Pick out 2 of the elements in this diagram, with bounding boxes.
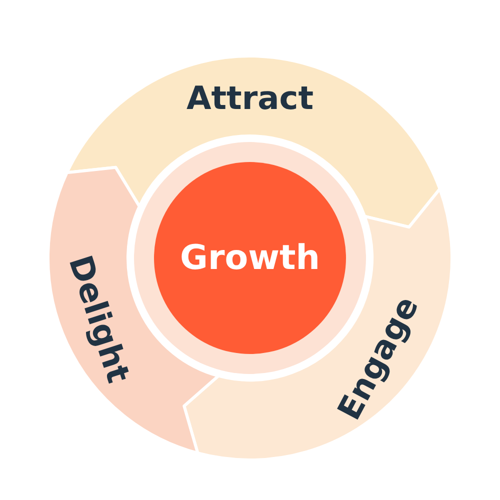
center-label: Growth: [180, 238, 320, 278]
stage-label: Attract: [186, 82, 314, 114]
